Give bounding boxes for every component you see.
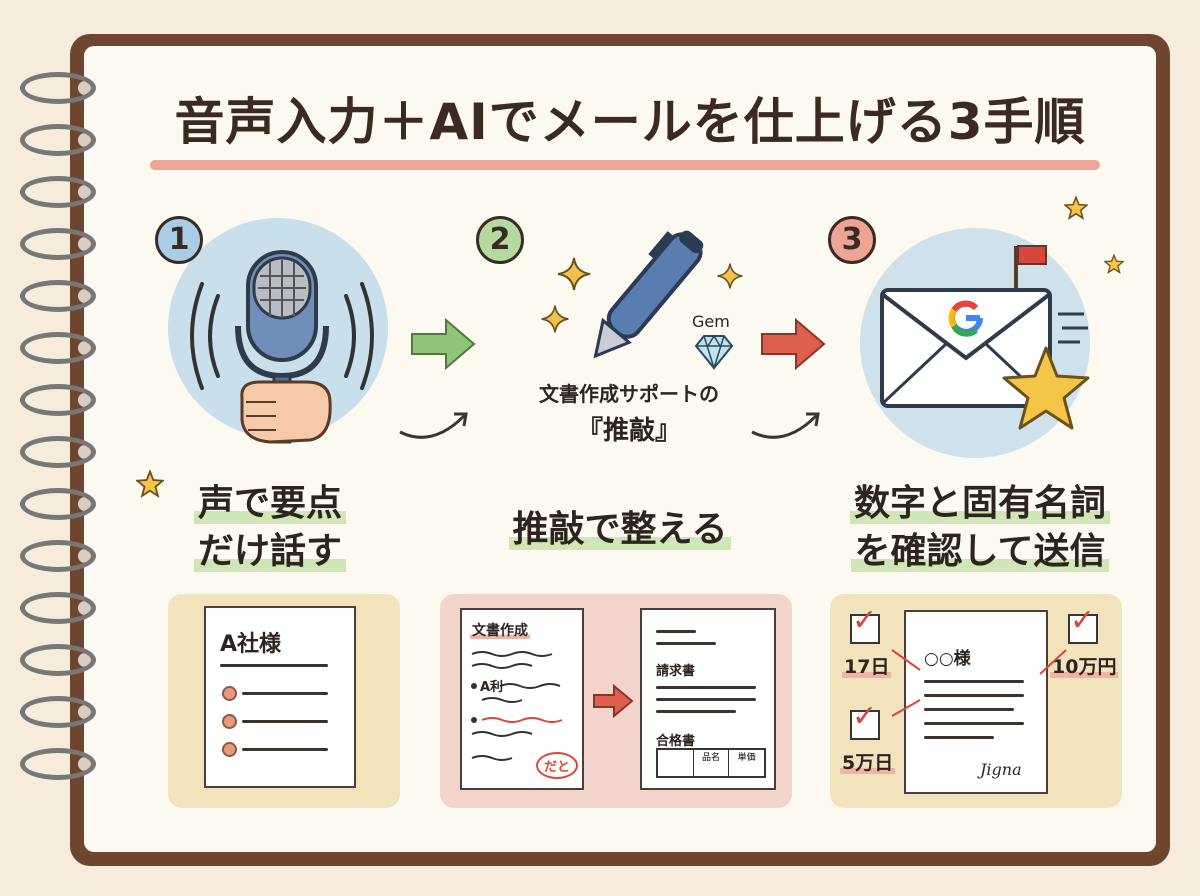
final-subheading: 合格書 — [656, 734, 696, 749]
check-mark-icon: ✓ — [852, 603, 878, 638]
checkbox — [850, 614, 880, 644]
email-document — [904, 610, 1048, 794]
bullet-dot — [222, 742, 237, 757]
doc-line — [656, 710, 736, 713]
arrow-right-icon — [411, 317, 476, 371]
bullet-dot — [222, 714, 237, 729]
mini-table-col: 単価 — [737, 753, 756, 763]
page-title: 音声入力＋AIでメールを仕上げる3手順 — [174, 93, 1086, 151]
step3-badge: 3 — [828, 216, 876, 264]
bullet-dot — [222, 686, 237, 701]
star-icon — [136, 470, 164, 498]
spiral-ring — [20, 176, 96, 208]
email-signature: Jigna — [980, 760, 1022, 779]
step2-sub-line1: 文書作成サポートの — [539, 382, 719, 406]
final-heading: 請求書 — [656, 664, 696, 679]
doc-line — [656, 698, 756, 701]
spiral-ring — [20, 228, 96, 260]
gem-label: Gem — [692, 312, 730, 331]
arrow-right-icon — [761, 317, 826, 371]
spiral-ring — [20, 384, 96, 416]
check-mark-icon: ✓ — [852, 699, 878, 734]
doc-line — [924, 680, 1024, 683]
doc-line — [242, 692, 328, 695]
sparkle-icon — [717, 263, 743, 289]
curved-arrow-icon — [751, 412, 820, 439]
step1-badge: 1 — [155, 216, 203, 264]
step1-label: 声で要点 だけ話す — [160, 480, 380, 576]
doc-line — [924, 708, 1014, 711]
spiral-ring — [20, 124, 96, 156]
mini-table-col: 品名 — [694, 750, 730, 776]
checkbox — [850, 710, 880, 740]
step1-doc-heading: A社様 — [220, 632, 282, 657]
scribble-lines — [471, 651, 563, 761]
sparkle-icon — [541, 305, 569, 333]
spiral-ring — [20, 332, 96, 364]
doc-line — [242, 720, 328, 723]
mini-table-col — [658, 750, 694, 776]
spiral-ring — [20, 644, 96, 676]
gem-icon — [694, 334, 734, 370]
email-addressee: ○○様 — [924, 649, 971, 669]
title-underline — [150, 160, 1100, 170]
check-item-price: 10万円 — [1050, 656, 1119, 678]
star-icon — [1064, 196, 1088, 220]
doc-line — [656, 642, 716, 645]
spiral-ring — [20, 592, 96, 624]
spiral-ring — [20, 748, 96, 780]
pen-icon — [593, 230, 704, 359]
connector-lines — [891, 649, 1067, 717]
step2-label: 推敲で整える — [470, 506, 770, 554]
arrow-right-icon — [593, 684, 634, 718]
sparkle-icon — [557, 257, 591, 291]
check-mark-icon: ✓ — [1070, 603, 1096, 638]
doc-line — [924, 736, 994, 739]
spiral-ring — [20, 540, 96, 572]
doc-line — [656, 686, 756, 689]
checkbox — [1068, 614, 1098, 644]
star-icon — [1002, 346, 1090, 430]
draft-heading: 文書作成 — [470, 623, 530, 639]
draft-item: A利 — [480, 680, 504, 695]
step3-label: 数字と固有名詞 を確認して送信 — [830, 480, 1130, 576]
spiral-ring — [20, 696, 96, 728]
step2-badge: 2 — [476, 216, 524, 264]
microphone-icon — [190, 250, 374, 444]
doc-line — [242, 748, 328, 751]
spiral-ring — [20, 488, 96, 520]
star-icon — [1104, 254, 1124, 274]
check-item-amount: 5万日 — [840, 752, 896, 774]
doc-line — [924, 694, 1024, 697]
doc-line — [656, 630, 696, 633]
mini-table: 品名 単価 — [656, 748, 766, 778]
spiral-ring — [20, 436, 96, 468]
spiral-ring — [20, 72, 96, 104]
step2-sub-line2: 『推敲』 — [576, 416, 681, 446]
doc-line — [220, 664, 328, 667]
google-g-icon — [948, 300, 983, 337]
check-item-date: 17日 — [842, 656, 892, 678]
curved-arrow-icon — [399, 412, 468, 439]
doc-line — [924, 722, 1024, 725]
spiral-ring — [20, 280, 96, 312]
draft-stamp: だと — [536, 752, 579, 779]
